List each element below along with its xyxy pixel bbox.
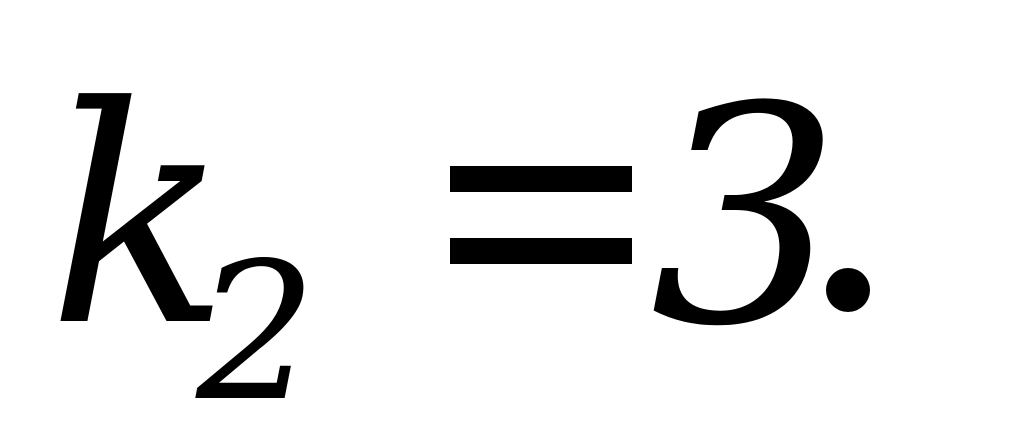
equals-sign-bottom-bar xyxy=(450,238,632,264)
variable-k: k xyxy=(48,43,230,392)
value-3: 3 xyxy=(650,43,841,392)
period-dot xyxy=(826,268,870,312)
equals-sign-top-bar xyxy=(450,166,632,192)
subscript-2: 2 xyxy=(196,222,317,435)
